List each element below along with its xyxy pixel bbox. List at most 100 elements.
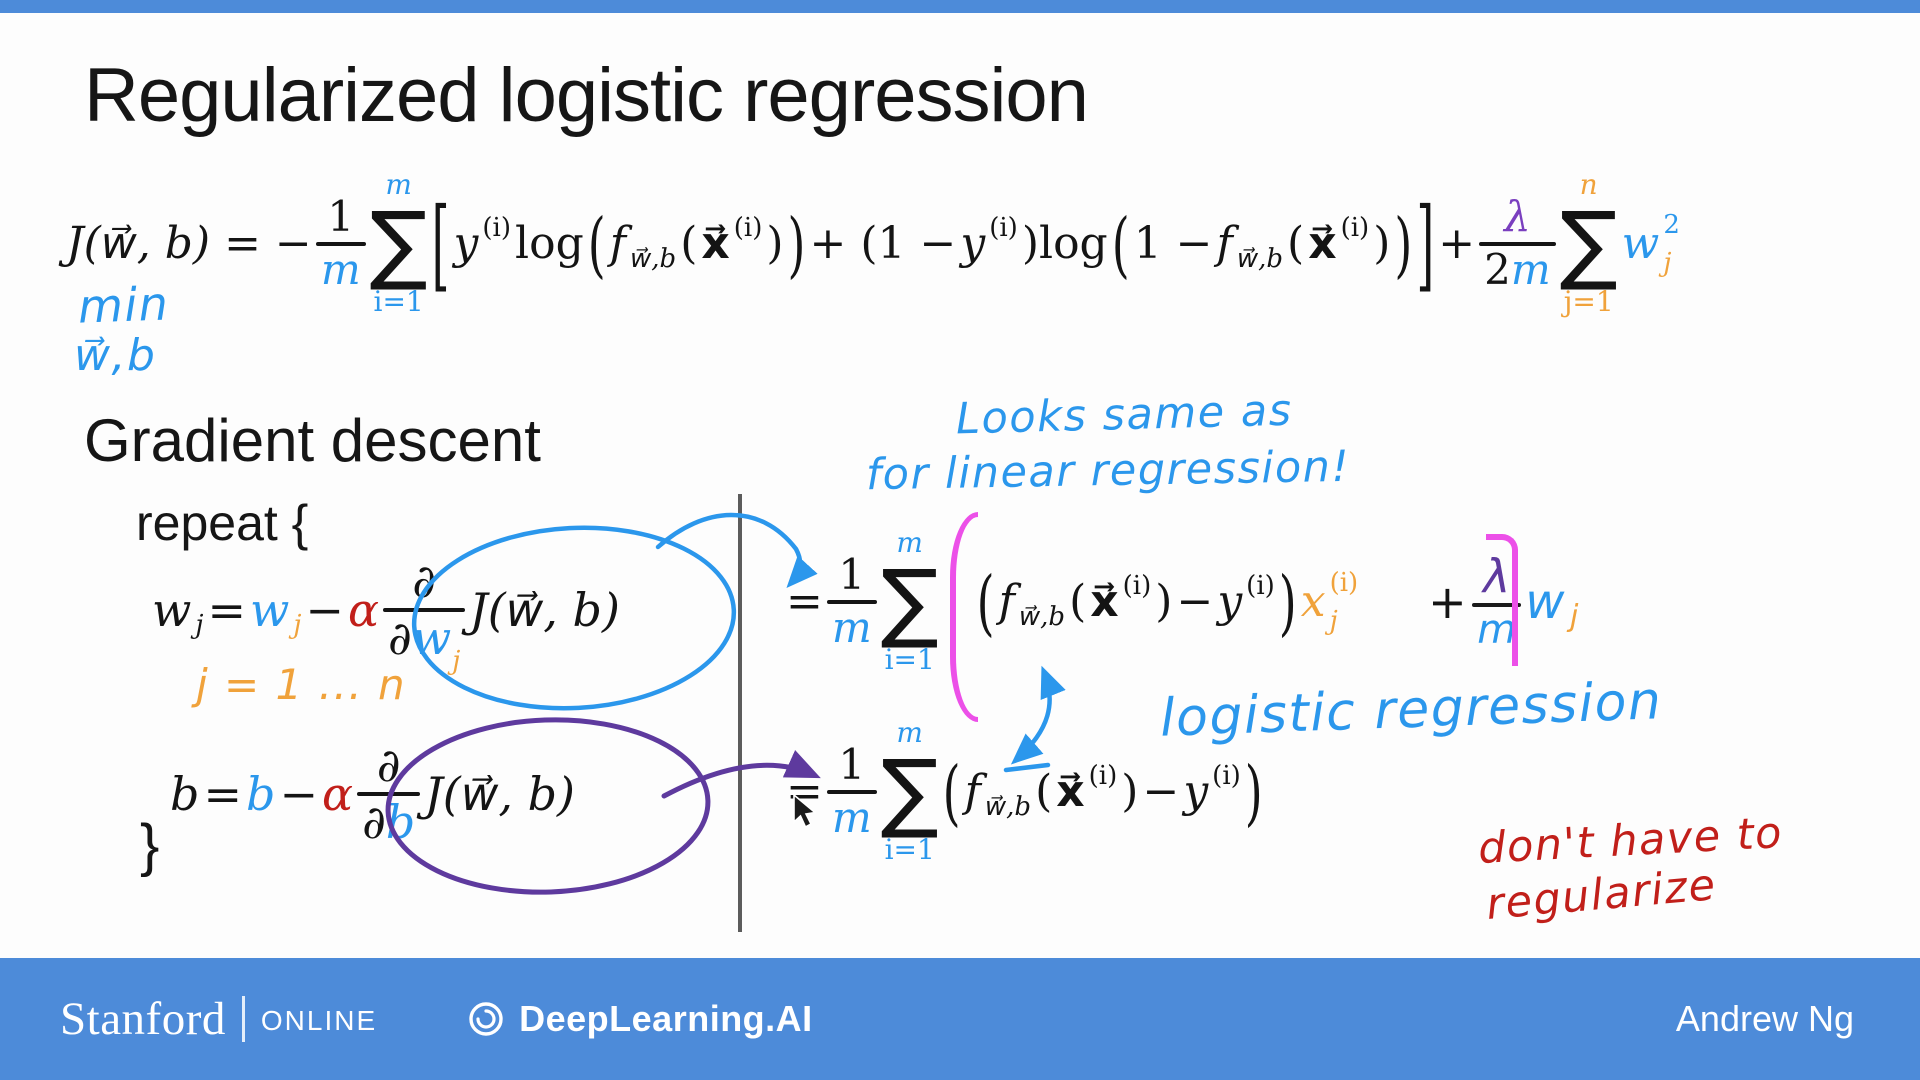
math-token: w: [249, 582, 290, 637]
partial-symbol: ∂: [376, 738, 401, 792]
j-range-annotation: j = 1 ... n: [196, 660, 407, 709]
math-token: 1 −: [1133, 218, 1213, 270]
gradient-descent-heading: Gradient descent: [84, 407, 541, 474]
superscript-i: (i): [1246, 570, 1275, 601]
partial-symbol: ∂: [388, 610, 412, 665]
math-token: 1: [838, 549, 866, 599]
b-derivative-equation: = 1 m m ∑ i=1 ( f w⃗,b ( x⃗ (i) ) − y (i…: [784, 716, 1265, 866]
superscript-i: (i): [1212, 760, 1241, 791]
paren: ): [1373, 218, 1391, 270]
w-squared-sub-j: 2 j: [1663, 212, 1680, 276]
alpha-token: α: [322, 766, 354, 821]
math-token: 1: [838, 739, 866, 789]
math-token: w: [411, 610, 452, 665]
w-token: w: [1621, 218, 1660, 270]
w-derivative-equation: = 1 m m ∑ i=1 ( f w⃗,b ( x⃗ (i) ) − y (i…: [784, 512, 1580, 722]
alpha-token: α: [347, 582, 380, 637]
stanford-logo-text: Stanford: [60, 993, 226, 1045]
blue-arrow-to-w-derivative: [655, 512, 818, 588]
sigma-symbol: ∑: [1559, 193, 1618, 294]
partial-derivative-b: ∂ ∂b: [357, 738, 421, 849]
minus-token: −: [305, 582, 344, 637]
math-token: 1: [327, 191, 355, 241]
math-token: y: [453, 218, 479, 270]
math-token: J(w⃗, b) = −: [66, 218, 312, 270]
footer-divider: [241, 996, 245, 1042]
superscript-i: (i): [482, 212, 512, 243]
fraction-bar: [1472, 602, 1522, 607]
sum-lower-limit: j=1: [1563, 284, 1614, 318]
equals-token: =: [203, 766, 242, 821]
math-token: y: [960, 218, 986, 270]
min-annotation: min: [77, 276, 171, 334]
handwritten-plus: +: [1428, 574, 1469, 629]
subscript-wb: w⃗,b: [1018, 601, 1066, 632]
author-name: Andrew Ng: [1675, 998, 1854, 1039]
paren: (: [680, 218, 698, 270]
subscript-j: j: [195, 609, 204, 640]
minus-token: −: [279, 766, 318, 821]
big-paren: ): [1278, 559, 1297, 644]
sigma-symbol: ∑: [880, 741, 939, 842]
superscript-2: 2: [1663, 209, 1680, 240]
subscript-j: j: [1663, 247, 1672, 278]
subscript-j: j: [452, 645, 461, 676]
fraction-1-over-m: 1 m: [315, 191, 366, 294]
fraction-bar: [1479, 241, 1556, 246]
fraction-bar: [826, 789, 877, 794]
x-vector: x⃗: [1308, 218, 1337, 270]
log-token: log: [515, 218, 584, 270]
minus-token: −: [1142, 766, 1180, 818]
repeat-label: repeat {: [136, 495, 309, 551]
math-token: m: [320, 244, 361, 294]
deeplearning-ai-label: DeepLearning.AI: [519, 998, 813, 1039]
superscript-i: (i): [1088, 760, 1118, 791]
sigma-symbol: ∑: [369, 193, 428, 294]
equals-token: =: [786, 766, 823, 818]
math-token: m: [1477, 606, 1517, 653]
superscript-i: (i): [1329, 567, 1359, 598]
big-paren: ): [787, 201, 806, 286]
stanford-online-label: ONLINE: [260, 1005, 378, 1036]
denominator-partial-w: ∂wj: [383, 614, 465, 674]
big-paren: (: [942, 749, 961, 834]
fraction-1-over-m: 1 m: [826, 739, 877, 840]
big-paren: (: [587, 201, 606, 286]
paren: (: [1069, 576, 1087, 628]
minus-token: −: [1176, 576, 1214, 628]
footer-bar: Stanford ONLINE DeepLearning.AI Andrew N…: [0, 958, 1920, 1080]
math-token: b: [385, 794, 416, 849]
left-bracket: [: [431, 185, 450, 302]
subscript-j: j: [293, 609, 302, 640]
math-token: )log: [1021, 218, 1108, 270]
superscript-i: (i): [733, 212, 763, 243]
cost-function-equation: J(w⃗, b) = − 1 m m ∑ i=1 [ y (i) log ( f…: [64, 169, 1682, 318]
handwritten-w: w: [1525, 573, 1566, 630]
math-token: b: [246, 766, 276, 821]
paren: (: [1035, 766, 1053, 818]
superscript-i: (i): [1122, 570, 1152, 601]
partial-symbol: ∂: [362, 794, 386, 849]
math-token: y: [1183, 766, 1209, 818]
math-token: w: [152, 582, 192, 637]
sum-lower-limit: i=1: [373, 284, 424, 318]
summation-i: m ∑ i=1: [369, 169, 428, 318]
min-wb-annotation: w⃗,b: [74, 330, 157, 381]
sum-upper-limit: m: [896, 716, 923, 749]
fraction-lambda-2m: λ 2m: [1479, 191, 1556, 292]
lambda-token: λ: [1504, 191, 1531, 241]
sum-upper-limit: m: [896, 526, 923, 559]
x-vector: x⃗: [701, 218, 730, 270]
pink-right-bracket: [1486, 534, 1518, 666]
subscript-wb: w⃗,b: [1236, 243, 1284, 274]
deeplearning-ai-icon: [465, 998, 507, 1040]
sigma-symbol: ∑: [880, 551, 939, 652]
right-bracket: ]: [1416, 185, 1435, 302]
sum-lower-limit: i=1: [884, 642, 935, 676]
partial-derivative-w: ∂ ∂wj: [383, 558, 466, 674]
looks-same-annotation-line1: Looks same as: [955, 385, 1294, 445]
summation-i: m ∑ i=1: [880, 526, 939, 676]
math-token: + (1 −: [809, 218, 957, 270]
x-vector: x⃗: [1090, 576, 1119, 628]
subscript-j: j: [1569, 599, 1579, 635]
